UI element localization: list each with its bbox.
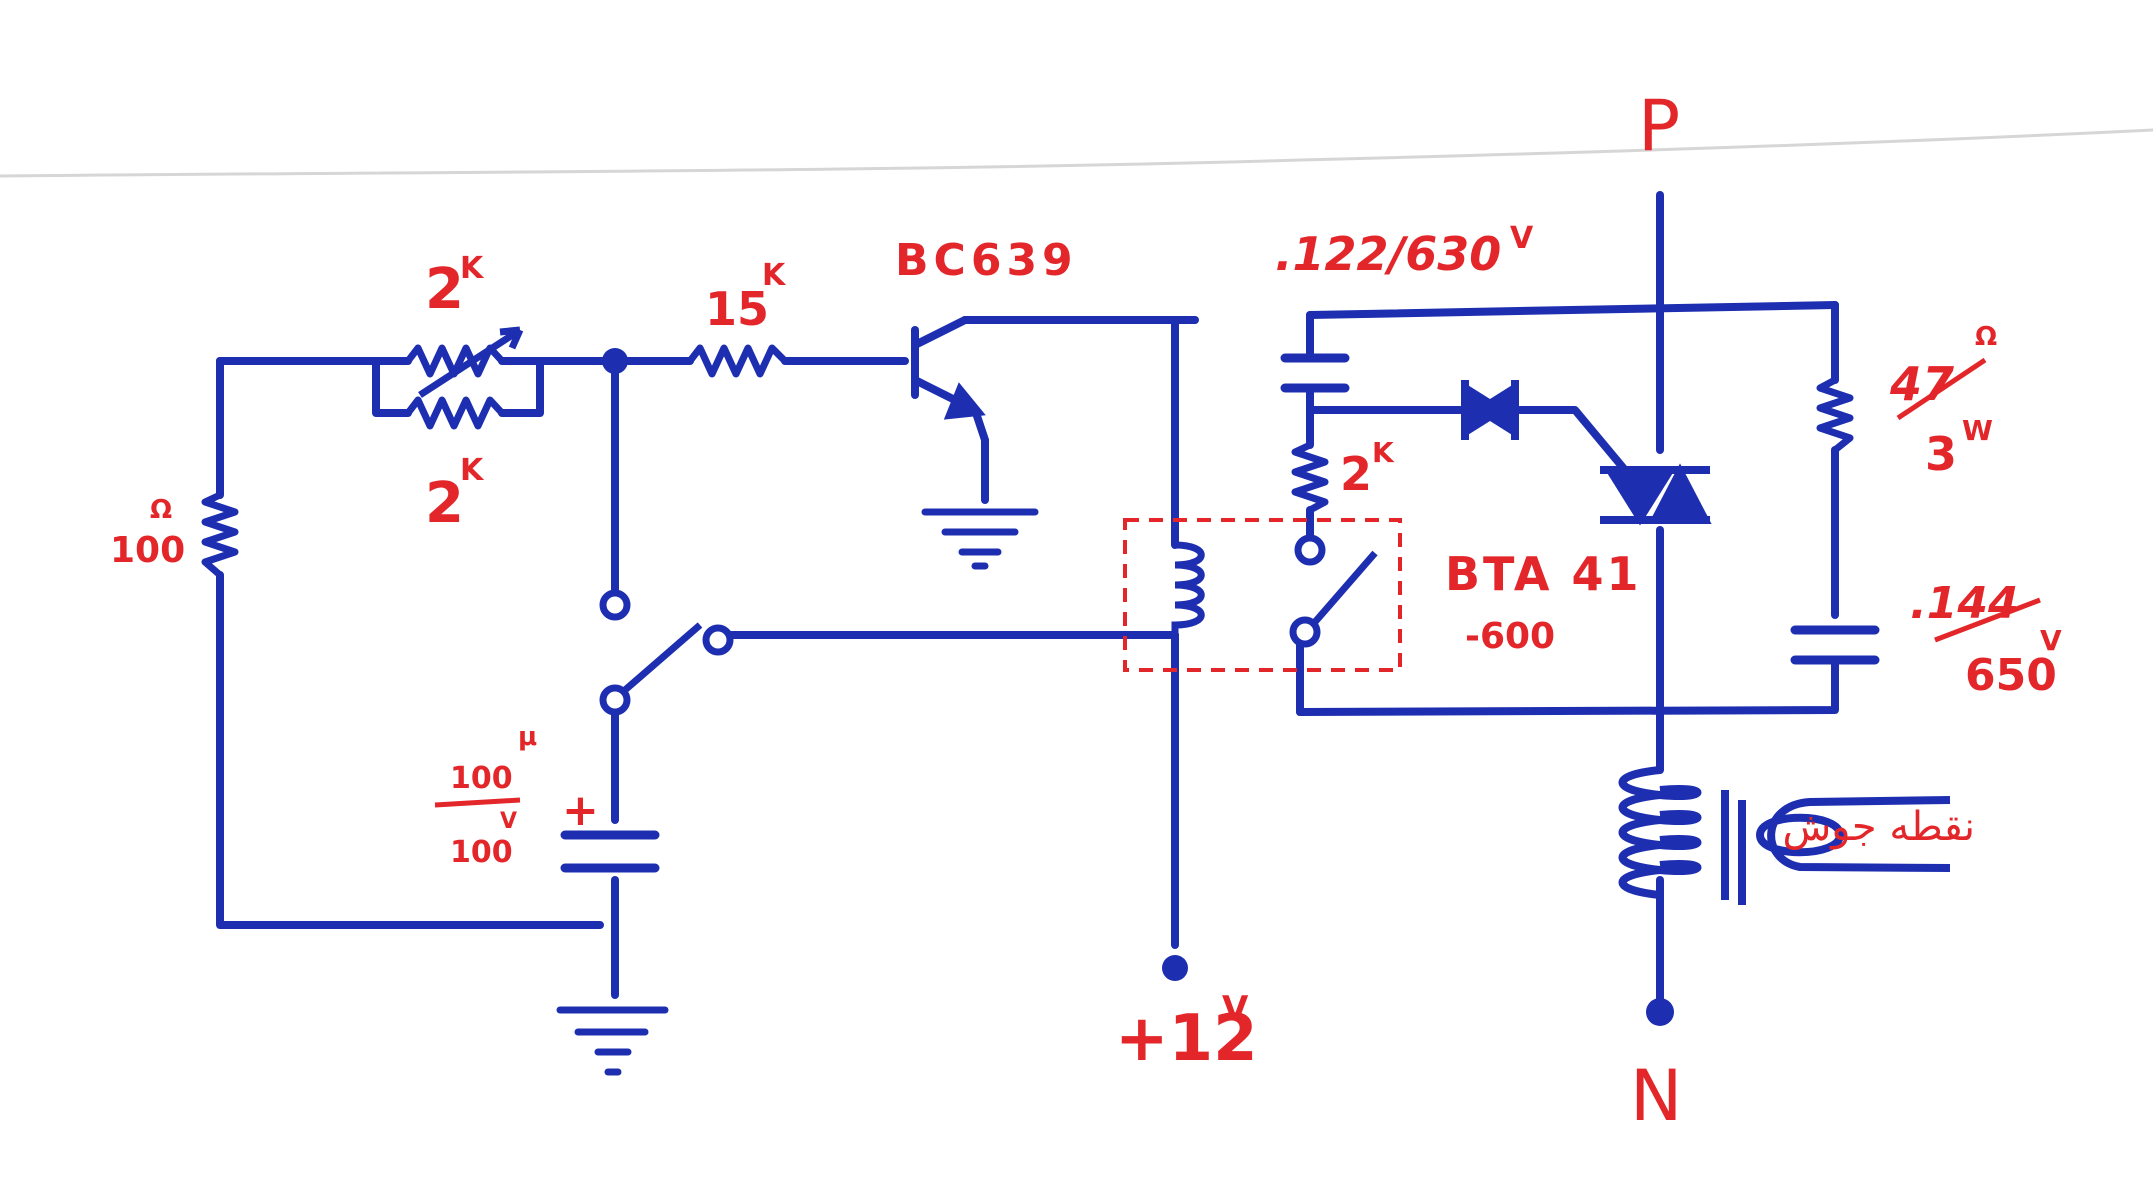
- phase-label: P: [1638, 85, 1680, 167]
- cap-timing-sup: μ: [518, 722, 537, 752]
- r-snubber-num-sup: Ω: [1975, 322, 1997, 352]
- wire-pot-bypass-right: [498, 357, 544, 417]
- r-gate-label: 2: [1340, 447, 1372, 501]
- r-gate-sup: K: [1372, 436, 1395, 469]
- terminal-icon: [1294, 534, 1326, 566]
- pot-top-sup: K: [460, 251, 485, 286]
- cap-snubber-top-label: .122/630: [1275, 227, 1501, 281]
- terminal-icon: [702, 624, 734, 656]
- cap-timing-voltage-sup: V: [500, 809, 517, 834]
- relay-coil-icon: [1171, 541, 1205, 635]
- transistor-label: BC639: [895, 235, 1078, 286]
- wire-top-rail: [1306, 301, 1839, 319]
- cap-timing-divider: [434, 797, 521, 808]
- resistor-icon: [1291, 441, 1329, 514]
- relay-contact-icon: [622, 622, 703, 693]
- weld-tip-label: نقطه جوش: [1782, 804, 1975, 850]
- triac-icon: [1600, 463, 1712, 526]
- wire-left-bottom: [216, 571, 604, 929]
- npn-transistor-icon: [911, 316, 989, 504]
- cap-snubber-top-sup: V: [1510, 221, 1534, 256]
- diac-icon: [1461, 380, 1519, 440]
- junction-node: [602, 348, 628, 374]
- terminal-icon: [599, 684, 631, 716]
- capacitor-icon: [1790, 625, 1880, 665]
- neutral-label: N: [1630, 1055, 1682, 1137]
- r-base-label: 15: [705, 282, 769, 336]
- terminal-icon: [1162, 955, 1188, 981]
- relay-contact-icon: [1312, 550, 1378, 625]
- terminal-icon: [599, 589, 631, 621]
- capacitor-icon: [560, 830, 660, 873]
- r-base-sup: K: [762, 258, 787, 293]
- cap-snubber-right-sup: V: [2040, 624, 2062, 657]
- resistor-icon: [201, 491, 239, 578]
- r-snubber-divider: [1896, 357, 1987, 421]
- wire-pot-bypass-left: [372, 357, 412, 417]
- resistor-icon: [687, 344, 788, 378]
- variable-resistor-arrowhead: [499, 326, 524, 350]
- terminal-icon: [1289, 616, 1321, 648]
- wire-bottom-rail: [1296, 656, 1839, 716]
- ground-icon: [921, 508, 1039, 570]
- ground-icon: [556, 1006, 669, 1076]
- cap-timing-value: 100: [450, 761, 513, 796]
- r-snubber-den: 3: [1925, 427, 1957, 481]
- cap-timing-voltage: 100: [450, 835, 513, 870]
- r-left-label: 100: [110, 530, 185, 571]
- relay-boundary: [1123, 518, 1402, 672]
- pot-bottom-label: 2: [425, 471, 464, 536]
- paper-fold: [0, 128, 2153, 178]
- r-snubber-den-sup: W: [1962, 414, 1993, 447]
- cap-plus-sign: +: [562, 785, 599, 836]
- terminal-icon: [1646, 998, 1674, 1026]
- cap-snubber-right-den: 650: [1965, 650, 2057, 701]
- wire-diac-to-gate: [1516, 406, 1629, 474]
- r-left-sup: Ω: [150, 495, 172, 525]
- supply-sup: V: [1222, 989, 1249, 1029]
- cap-snubber-right-divider: [1934, 597, 2041, 643]
- pot-top-label: 2: [425, 257, 464, 322]
- transformer-icon: [1618, 766, 1951, 905]
- circuit-wires: [216, 191, 1839, 1014]
- supply-label: +12: [1115, 1002, 1258, 1076]
- variable-resistor-arrow: [418, 327, 522, 398]
- pot-bottom-sup: K: [460, 453, 485, 488]
- capacitor-icon: [1280, 353, 1350, 393]
- triac-label: BTA 41: [1445, 547, 1642, 601]
- resistor-icon: [1816, 376, 1854, 453]
- cap-snubber-right-num: .144: [1910, 578, 2019, 629]
- resistor-icon: [405, 396, 505, 430]
- triac-rating: -600: [1465, 616, 1555, 657]
